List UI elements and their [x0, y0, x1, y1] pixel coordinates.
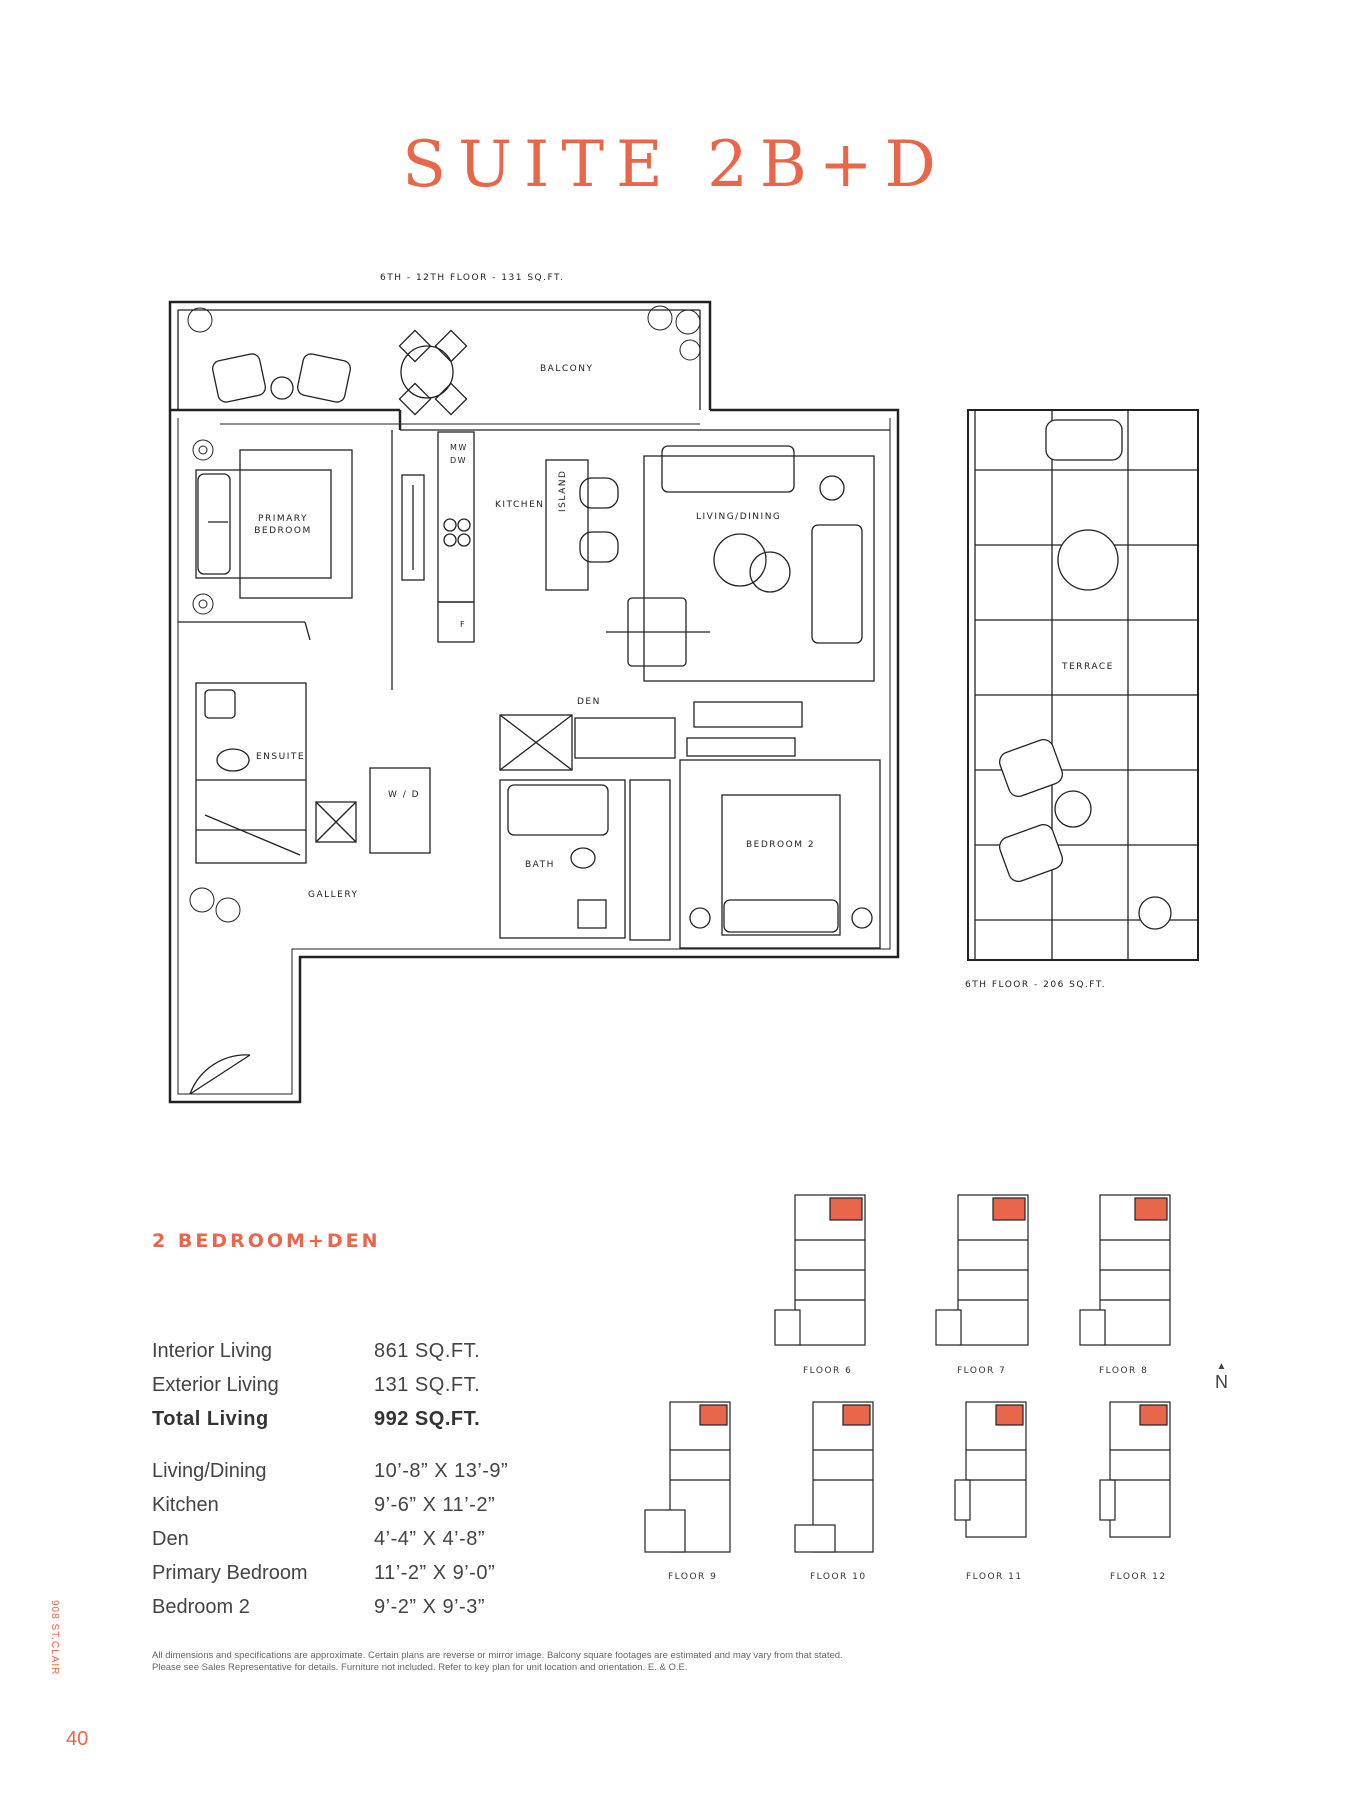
spec-label: Exterior Living — [152, 1374, 279, 1396]
primary-bedroom-walls — [178, 430, 425, 690]
ensuite — [195, 682, 431, 864]
north-arrow-icon: ▲ — [1216, 1361, 1227, 1372]
side-text: 908 ST.CLAIR — [49, 1600, 60, 1676]
key-plan-label: FLOOR 10 — [810, 1572, 867, 1582]
room-living-dining: LIVING/DINING — [696, 512, 782, 522]
balcony-area-label: 6TH - 12TH FLOOR - 131 SQ.FT. — [380, 273, 565, 283]
entry-door — [189, 1054, 251, 1095]
dimension-value: 9’-2” X 9’-3” — [374, 1596, 485, 1618]
spec-value: 131 SQ.FT. — [374, 1374, 481, 1396]
room-bedroom-2: BEDROOM 2 — [746, 840, 816, 850]
key-plan-label: FLOOR 8 — [1099, 1366, 1149, 1376]
key-plan-floor-6 — [774, 1194, 866, 1346]
dimension-value: 9’-6” X 11’-2” — [374, 1494, 496, 1516]
terrace-area-label: 6TH FLOOR - 206 SQ.FT. — [965, 980, 1107, 990]
key-plan-label: FLOOR 6 — [803, 1366, 853, 1376]
dimension-value: 4’-4” X 4’-8” — [374, 1528, 485, 1550]
terrace — [967, 409, 1199, 961]
dimension-label: Primary Bedroom — [152, 1562, 308, 1584]
unit-outline — [168, 408, 900, 1104]
dimension-label: Living/Dining — [152, 1460, 267, 1482]
appliance-mw: MW — [450, 443, 468, 452]
key-plan-floor-7 — [935, 1194, 1029, 1346]
north-indicator: ▲ N — [1215, 1362, 1228, 1393]
appliance-fridge: F — [460, 620, 467, 629]
balcony-plants — [187, 305, 701, 361]
kitchen — [437, 431, 619, 643]
bath — [499, 714, 671, 941]
key-plan-floor-8 — [1079, 1194, 1171, 1346]
key-plan-floor-9 — [644, 1401, 731, 1553]
room-gallery: GALLERY — [308, 890, 359, 900]
gallery-plants — [189, 439, 241, 923]
den — [574, 701, 803, 759]
room-den: DEN — [577, 697, 601, 707]
dimension-value: 10’-8” X 13’-9” — [374, 1460, 509, 1482]
page-title: SUITE 2B+D — [402, 128, 948, 202]
room-terrace: TERRACE — [1062, 662, 1114, 672]
key-plan-floor-11 — [954, 1401, 1027, 1538]
key-plan-label: FLOOR 12 — [1110, 1572, 1167, 1582]
room-balcony: BALCONY — [540, 364, 594, 374]
room-ensuite: ENSUITE — [256, 752, 306, 762]
floor-plan — [168, 300, 1199, 1104]
dimension-label: Bedroom 2 — [152, 1596, 250, 1618]
page-number: 40 — [66, 1728, 89, 1750]
key-plan-floor-12 — [1099, 1401, 1171, 1538]
key-plan-floor-10 — [794, 1401, 874, 1553]
spec-value: 992 SQ.FT. — [374, 1408, 481, 1430]
bedroom-2 — [679, 759, 881, 949]
room-primary-bedroom: PRIMARY BEDROOM — [254, 514, 312, 536]
key-plan-label: FLOOR 9 — [668, 1572, 718, 1582]
appliance-dw: DW — [450, 456, 468, 465]
living-furniture — [606, 445, 875, 682]
spec-label: Total Living — [152, 1408, 269, 1430]
balcony-table-set — [398, 329, 468, 416]
room-wd: W / D — [388, 790, 421, 800]
dimension-value: 11’-2” X 9’-0” — [374, 1562, 496, 1584]
disclaimer: All dimensions and specifications are ap… — [152, 1650, 843, 1673]
balcony-lounge-chairs — [211, 353, 352, 403]
room-kitchen: KITCHEN — [495, 500, 545, 510]
key-plan-label: FLOOR 11 — [966, 1572, 1023, 1582]
suite-type: 2 BEDROOM+DEN — [152, 1230, 381, 1252]
spec-value: 861 SQ.FT. — [374, 1340, 481, 1362]
dimension-label: Kitchen — [152, 1494, 219, 1516]
dimension-label: Den — [152, 1528, 189, 1550]
key-plan-label: FLOOR 7 — [957, 1366, 1007, 1376]
spec-label: Interior Living — [152, 1340, 273, 1362]
room-bath: BATH — [525, 860, 555, 870]
balcony-outline — [168, 300, 712, 410]
north-label: N — [1215, 1372, 1228, 1392]
